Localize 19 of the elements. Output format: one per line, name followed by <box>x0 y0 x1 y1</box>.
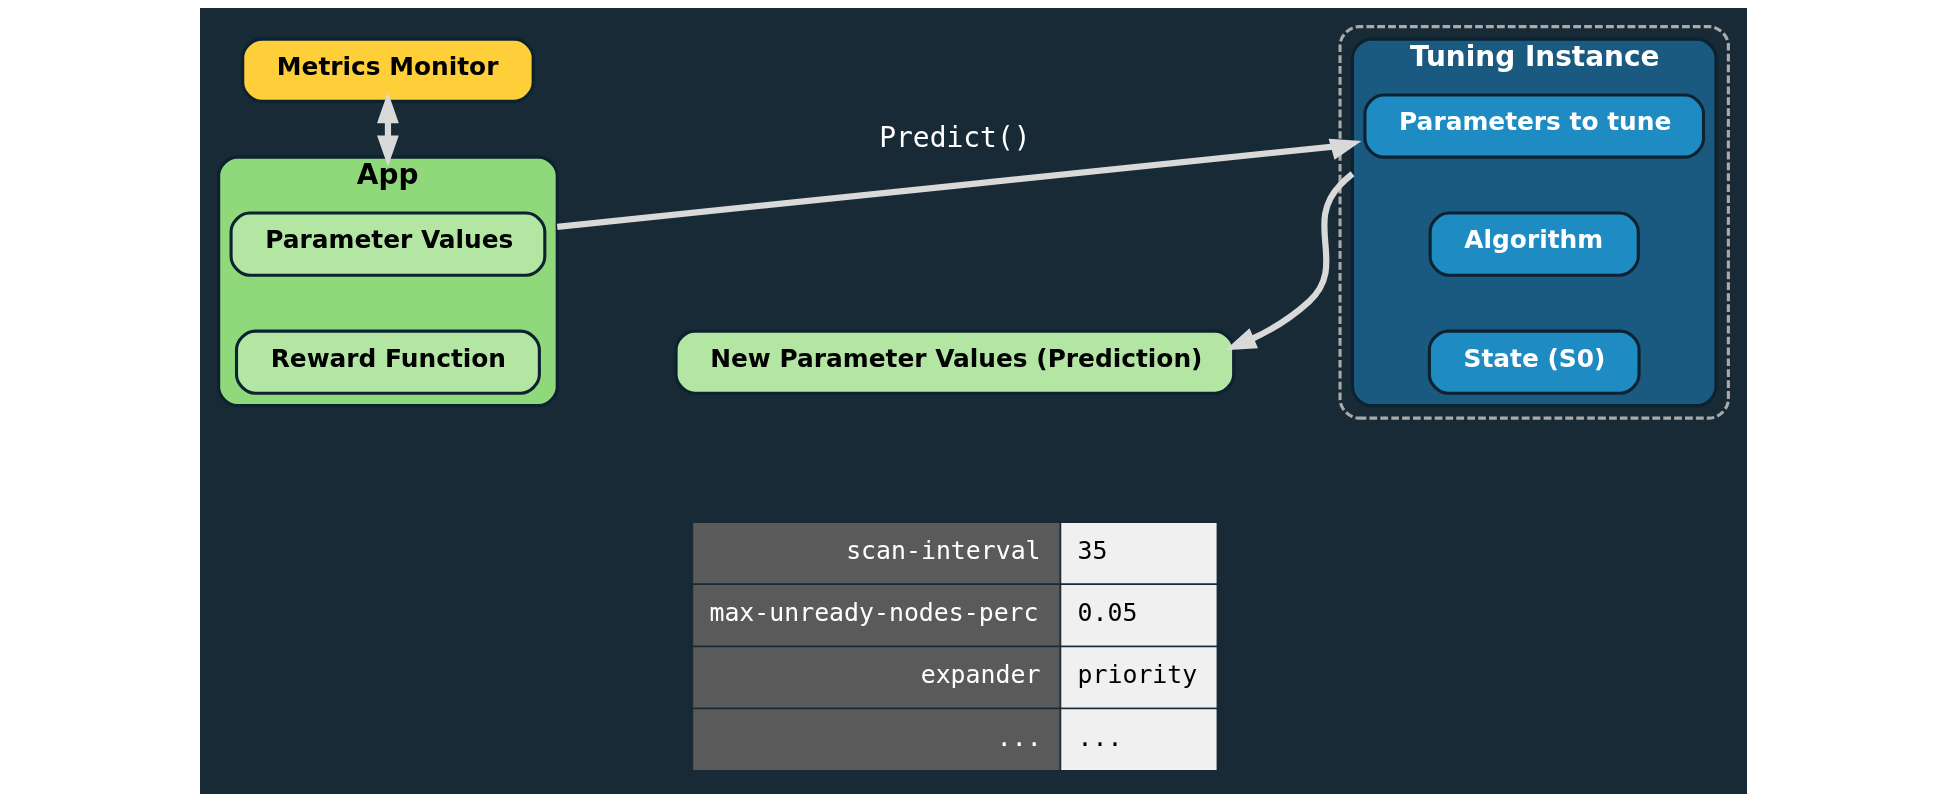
label: expander <box>920 660 1040 690</box>
edge-label: Predict() <box>878 120 1031 154</box>
node-box: New Parameter Values (Prediction) <box>674 329 1235 395</box>
node-box: Parameters to tune <box>1362 93 1705 159</box>
label: 35 <box>1077 536 1107 566</box>
node-box: Metrics Monitor <box>240 37 535 103</box>
arrow <box>556 138 1362 230</box>
label: 0.05 <box>1077 598 1137 628</box>
label: scan-interval <box>845 536 1041 566</box>
label: max-unready-nodes-perc <box>708 598 1039 628</box>
label: priority <box>1077 660 1197 690</box>
node-box: State (S0) <box>1427 329 1641 395</box>
node-box: Parameter Values <box>229 211 546 277</box>
arrow <box>376 92 399 167</box>
node-box: Algorithm <box>1428 211 1640 277</box>
label: ... <box>996 722 1042 752</box>
label: ... <box>1077 722 1122 752</box>
node-box: Reward Function <box>234 329 541 395</box>
arrow <box>1224 171 1354 351</box>
